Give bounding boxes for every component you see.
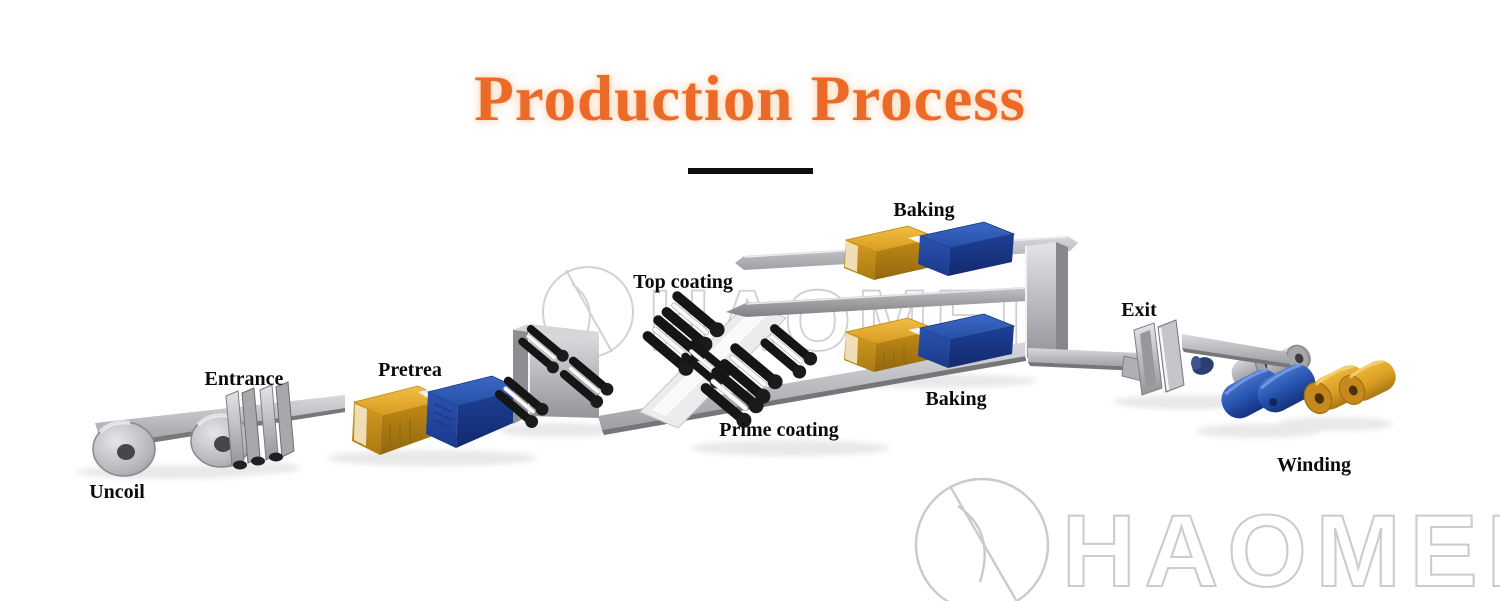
conveyor-bottom xyxy=(598,342,1026,435)
entrance-guides xyxy=(225,381,295,470)
baking-oven-bottom xyxy=(844,313,1016,372)
haomei-watermark-bottom-right: HAOMEI xyxy=(914,477,1500,601)
label-exit: Exit xyxy=(1121,299,1157,321)
return-column xyxy=(1025,242,1140,371)
exit-strip xyxy=(1182,334,1290,364)
label-baking-bottom: Baking xyxy=(925,388,987,410)
pretreatment-oven-blue xyxy=(426,375,524,448)
label-baking-top: Baking xyxy=(893,199,955,221)
label-entrance: Entrance xyxy=(204,368,284,390)
winding-coils xyxy=(1221,359,1396,419)
label-pretreatment: Pretrea xyxy=(378,359,442,381)
label-top-coating: Top coating xyxy=(633,271,733,293)
label-uncoil: Uncoil xyxy=(89,481,145,503)
watermark-text-bottom-right: HAOMEI xyxy=(1062,494,1500,601)
baking-oven-top xyxy=(844,221,1016,280)
haomei-logo-icon xyxy=(914,477,1050,601)
page-title: Production Process xyxy=(474,63,1026,135)
title-underline xyxy=(688,168,813,174)
exit-guides xyxy=(1121,319,1214,396)
label-winding: Winding xyxy=(1276,454,1352,476)
label-prime-coating: Prime coating xyxy=(719,419,839,441)
conveyor-middle xyxy=(726,287,1027,317)
